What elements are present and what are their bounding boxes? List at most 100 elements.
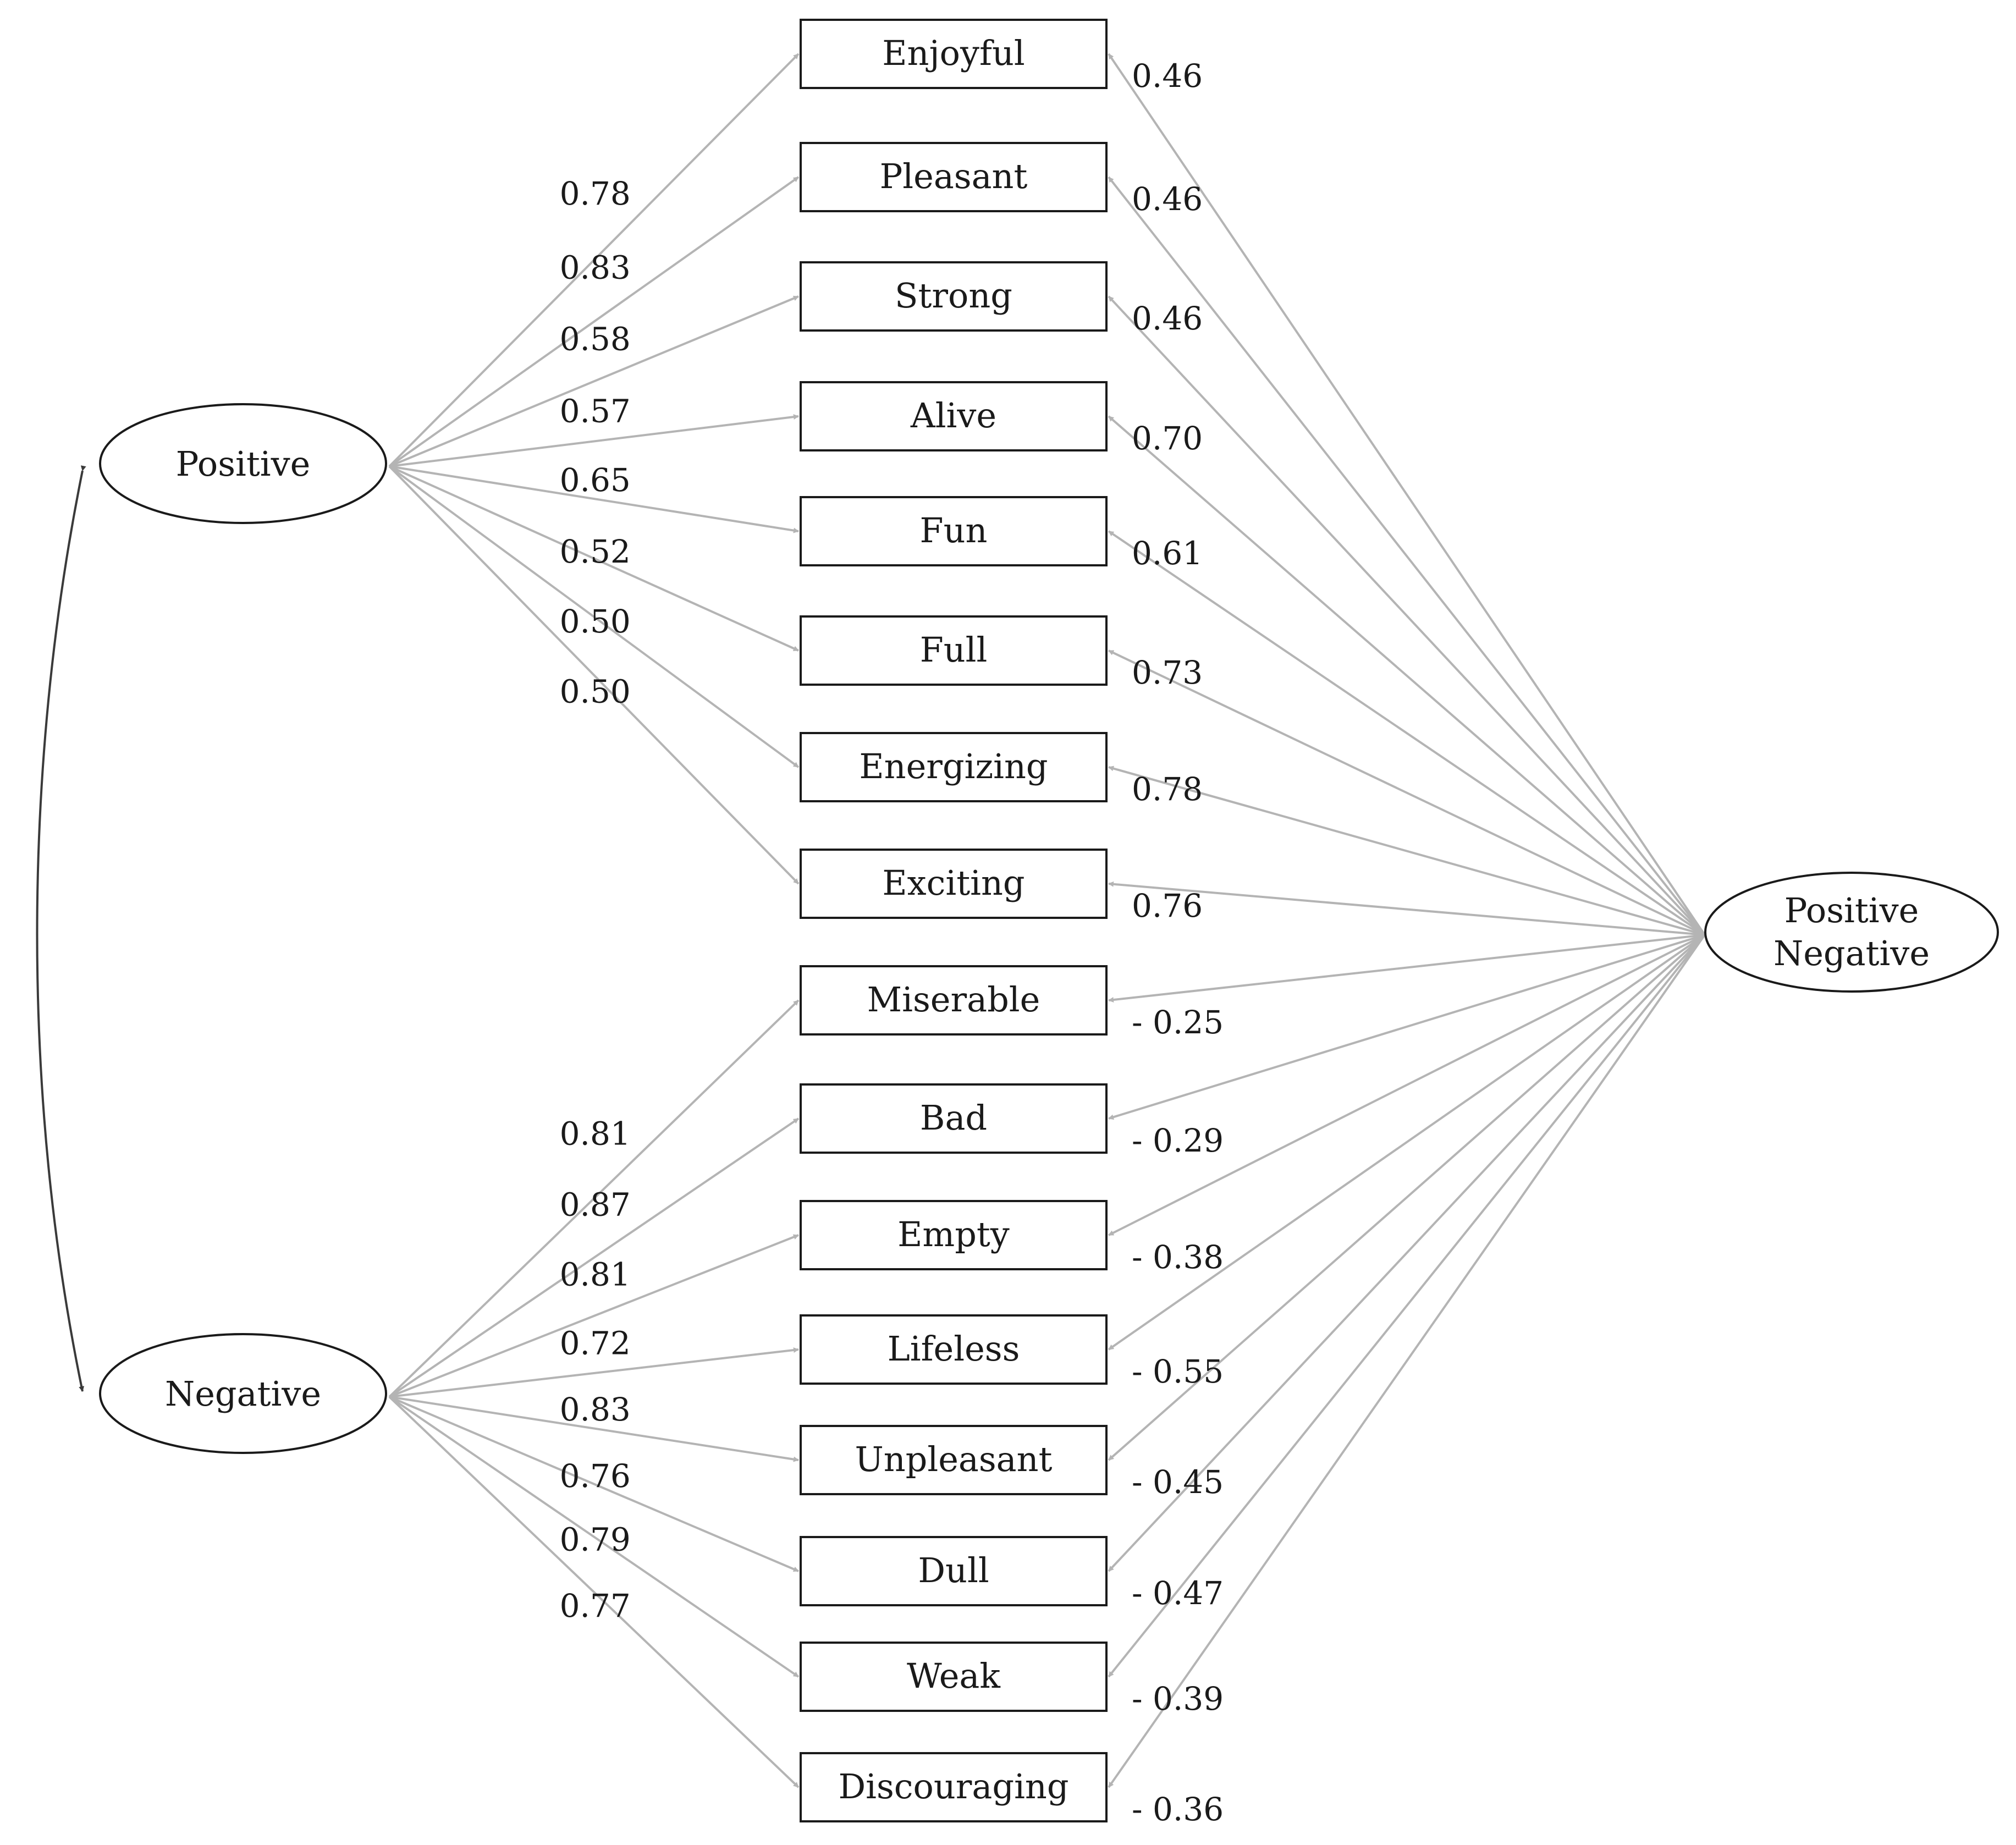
path-negative-to-dull [389,1396,799,1572]
factor-positive: Positive [99,403,387,524]
general-loading-energizing: 0.78 [1132,770,1203,808]
path-negative-to-lifeless [389,1347,799,1398]
path-negative-to-discouraging [388,1396,800,1788]
item-label-bad: Bad [920,1098,987,1138]
item-label-fun: Fun [920,510,988,550]
factor-negative-label: Negative [165,1374,321,1414]
path-positive-to-enjoyful [388,53,800,467]
loading-lifeless: 0.72 [560,1324,631,1362]
factor-general: Positive Negative [1704,872,1999,993]
path-general-to-miserable [1108,934,1705,1003]
loading-weak: 0.79 [560,1521,631,1558]
item-box-lifeless: Lifeless [800,1314,1108,1385]
path-positive-to-pleasant [388,176,800,467]
factor-general-label-line1: Positive [1784,890,1919,930]
path-general-to-alive [1108,415,1706,936]
item-label-enjoyful: Enjoyful [882,33,1024,73]
loading-pleasant: 0.83 [560,249,631,286]
path-general-to-unpleasant [1108,934,1706,1461]
general-loading-alive: 0.70 [1132,420,1203,457]
item-label-miserable: Miserable [867,979,1040,1020]
general-loading-bad: - 0.29 [1132,1122,1224,1159]
item-label-full: Full [920,630,988,670]
item-box-enjoyful: Enjoyful [800,19,1108,89]
loading-enjoyful: 0.78 [560,175,631,212]
path-general-to-enjoyful [1108,53,1706,936]
path-general-to-dull [1108,934,1706,1572]
loading-full: 0.52 [560,533,631,570]
general-loading-exciting: 0.76 [1132,887,1203,924]
path-general-to-empty [1108,934,1705,1236]
item-box-empty: Empty [800,1200,1108,1270]
path-general-to-strong [1108,295,1706,936]
path-general-to-lifeless [1108,934,1706,1351]
factor-negative: Negative [99,1333,387,1454]
path-general-to-bad [1108,934,1705,1120]
path-positive-to-exciting [388,465,800,885]
general-loading-full: 0.73 [1132,654,1203,691]
loading-exciting: 0.50 [560,673,631,710]
factor-correlation-arrow [36,465,86,1392]
loading-dull: 0.76 [560,1457,631,1495]
loading-discouraging: 0.77 [560,1587,631,1624]
item-box-miserable: Miserable [800,965,1108,1036]
path-positive-to-fun [389,465,799,533]
path-general-to-energizing [1108,765,1705,936]
path-general-to-fun [1108,530,1706,936]
general-loading-dull: - 0.47 [1132,1574,1224,1612]
loading-bad: 0.87 [560,1186,631,1223]
path-positive-to-strong [389,295,799,467]
item-box-pleasant: Pleasant [800,142,1108,212]
general-loading-enjoyful: 0.46 [1132,57,1203,95]
loading-strong: 0.58 [560,321,631,358]
general-loading-discouraging: - 0.36 [1132,1791,1224,1828]
item-label-empty: Empty [897,1214,1010,1254]
path-negative-to-bad [388,1117,800,1398]
path-lines-layer [388,53,1706,1788]
item-label-strong: Strong [895,276,1012,316]
path-positive-to-energizing [388,465,800,768]
item-label-energizing: Energizing [859,746,1048,786]
general-loading-lifeless: - 0.55 [1132,1353,1224,1390]
item-label-pleasant: Pleasant [880,156,1028,196]
item-label-discouraging: Discouraging [838,1766,1068,1807]
item-box-weak: Weak [800,1642,1108,1712]
item-box-exciting: Exciting [800,849,1108,919]
general-loading-empty: - 0.38 [1132,1238,1224,1276]
item-label-alive: Alive [910,395,996,436]
item-box-full: Full [800,615,1108,686]
item-label-unpleasant: Unpleasant [855,1439,1053,1479]
path-positive-to-full [389,465,799,652]
loading-empty: 0.81 [560,1256,631,1293]
factor-general-label-line2: Negative [1773,933,1930,973]
general-loading-unpleasant: - 0.45 [1132,1463,1224,1501]
factor-positive-label: Positive [176,444,311,484]
item-label-lifeless: Lifeless [888,1329,1020,1369]
path-negative-to-weak [388,1396,800,1678]
loading-miserable: 0.81 [560,1115,631,1152]
item-box-strong: Strong [800,261,1108,332]
item-box-dull: Dull [800,1536,1108,1606]
general-loading-strong: 0.46 [1132,300,1203,337]
path-general-to-full [1108,649,1705,936]
indicator-items-layer: EnjoyfulPleasantStrongAliveFunFullEnergi… [800,19,1108,1822]
general-loading-miserable: - 0.25 [1132,1004,1224,1041]
item-box-alive: Alive [800,381,1108,451]
general-loading-weak: - 0.39 [1132,1680,1224,1717]
path-general-to-exciting [1108,881,1705,936]
item-label-exciting: Exciting [882,863,1024,903]
item-box-unpleasant: Unpleasant [800,1425,1108,1495]
general-loading-pleasant: 0.46 [1132,180,1203,218]
path-general-to-pleasant [1108,176,1706,936]
general-loading-fun: 0.61 [1132,535,1203,572]
loading-fun: 0.65 [560,461,631,499]
path-general-to-discouraging [1108,934,1706,1788]
item-box-energizing: Energizing [800,732,1108,802]
loading-energizing: 0.50 [560,603,631,640]
item-label-dull: Dull [918,1550,989,1590]
item-box-bad: Bad [800,1083,1108,1154]
item-box-discouraging: Discouraging [800,1752,1108,1822]
loading-alive: 0.57 [560,392,631,429]
path-positive-to-alive [389,414,799,467]
